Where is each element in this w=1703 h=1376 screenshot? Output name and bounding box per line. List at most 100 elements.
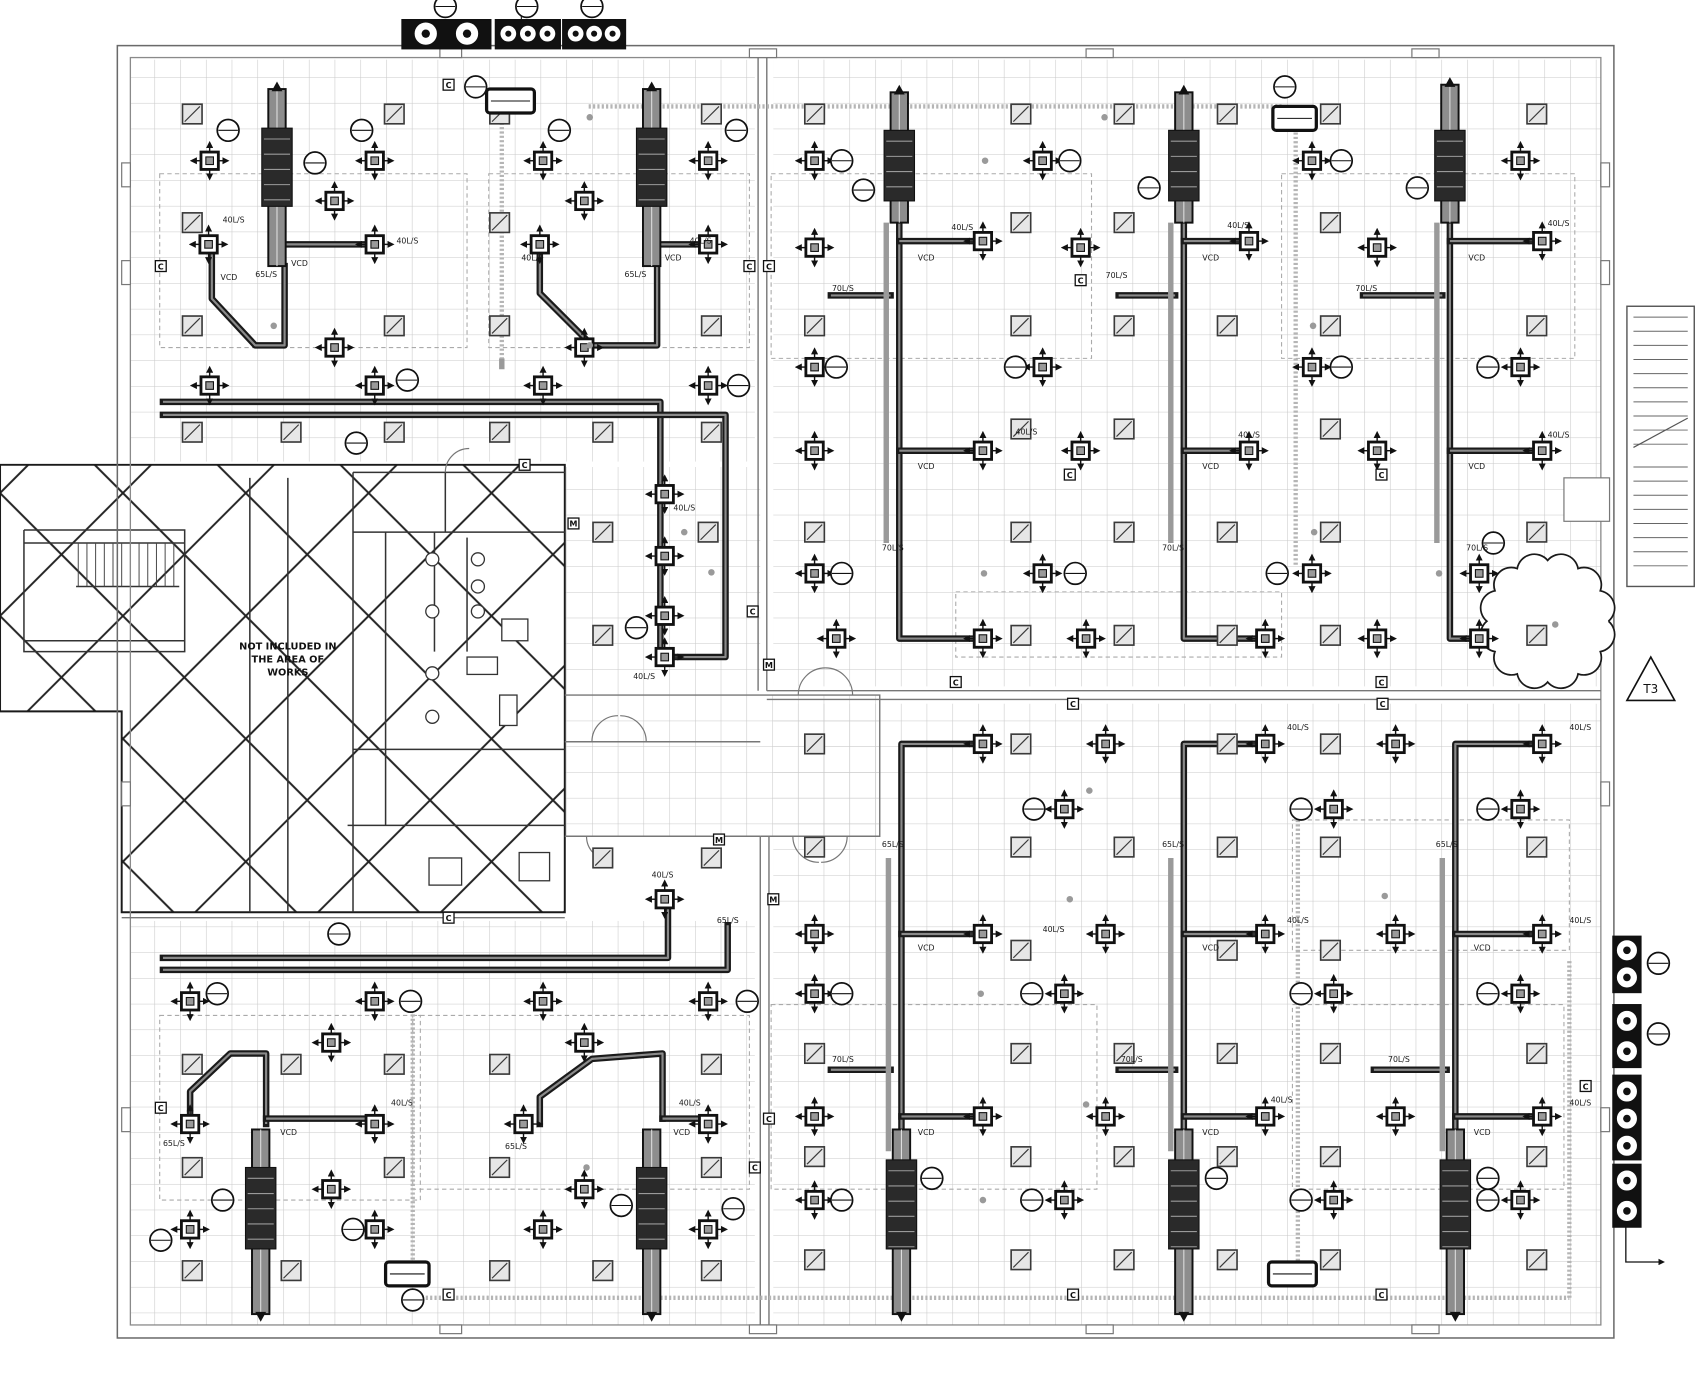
diffuser-core [1372,446,1382,456]
c-tag-box [1375,1288,1388,1301]
supply-air-diffuser [688,140,728,181]
supply-duct-centreline [900,742,983,1130]
damper-label: VCD [1474,943,1491,952]
diffuser-core [1060,804,1069,814]
walls-layer [116,44,1695,1339]
supply-duct-centreline [162,413,727,659]
return-grille-diagonal [1322,942,1339,959]
sensor-point [708,569,715,576]
c-tag-label: C [1070,699,1076,709]
diffuser-core [205,381,215,390]
diffuser-core [370,381,380,390]
return-grille-diagonal [594,627,611,644]
c-tag-label: C [750,607,756,617]
supply-air-diffuser [170,1104,210,1144]
diffuser-core [660,551,670,561]
c-tag-label: C [158,261,164,271]
diffuser-core [703,1225,713,1234]
supply-air-diffuser [963,1096,1003,1137]
c-tag-box [1063,468,1076,481]
supply-air-diffuser [1522,914,1563,954]
airflow-label: 40L/S [1227,221,1249,230]
c-tag-label: C [446,1290,452,1300]
airflow-label: 70L/S [832,1055,854,1064]
supply-air-diffuser [311,1169,352,1210]
sensor-point [1101,114,1108,121]
wall-pilaster [1600,1107,1611,1133]
diffuser-core [660,894,670,904]
return-grille-diagonal [386,317,403,334]
diffuser-core [660,652,670,662]
supply-air-diffuser [519,224,560,265]
excluded-area-note-line-1: NOT INCLUDED IN [239,641,336,652]
return-grille-diagonal [1528,524,1545,541]
c-tag-label: C [766,261,772,271]
supply-duct-centreline [162,400,662,650]
c-tag-label: C [1067,470,1073,480]
door-swing [591,715,619,742]
sanitary-fixture [501,618,529,642]
return-grille-diagonal [1012,214,1029,231]
airflow-label: 40L/S [1548,219,1570,228]
return-grille-diagonal [283,1262,300,1279]
diffuser-core [579,196,589,206]
supply-air-diffuser [354,365,395,406]
supply-air-diffuser [523,140,563,181]
supply-air-diffuser [1357,618,1397,659]
return-grille-diagonal [1012,942,1029,959]
diffuser-core [1060,1195,1069,1205]
return-grille-diagonal [1219,1045,1236,1062]
riser-arrow [1178,84,1190,95]
sensor-point [1066,895,1074,903]
c-tag-box [442,1288,455,1301]
wall-pilaster [1411,1324,1440,1335]
airflow-label: 70L/S [1388,1055,1410,1064]
supply-air-diffuser [1375,724,1416,764]
damper-label: VCD [1202,254,1219,263]
supply-air-diffuser [1229,221,1269,261]
airflow-label: 40L/S [1271,1095,1293,1104]
diffuser-core [330,196,339,206]
wall-pilaster [121,162,131,188]
damper-label: VCD [1474,1128,1491,1137]
diffuser-core [1101,739,1110,749]
damper-label: VCD [918,1128,935,1137]
return-grille-diagonal [806,524,823,541]
return-grille-diagonal [1012,317,1029,334]
airflow-label: 40L/S [521,254,543,263]
return-grille-diagonal [386,106,403,123]
return-grille-diagonal [1528,627,1545,644]
excluded-area-hatch [0,463,566,914]
diffuser-core [978,236,988,246]
damper-label: VCD [1468,254,1485,263]
diffuser-core [1516,804,1525,814]
supply-air-diffuser [1085,914,1126,954]
return-grille-diagonal [806,1148,823,1165]
sensor-point [1082,1101,1090,1108]
outer-wall-line [116,44,1615,1339]
return-grille-diagonal [386,1056,403,1073]
diffuser-core [538,1225,548,1234]
diffuser-core [978,1112,988,1121]
return-grille-diagonal [1322,1045,1339,1062]
return-grille-diagonal [1322,1148,1339,1165]
equipment-tag-bubble [580,0,604,19]
return-grille-diagonal [184,214,201,231]
c-tag-label: C [1078,275,1084,285]
air-terminals-layer [170,103,1563,1282]
wall-pilaster [748,1324,778,1335]
sanitary-fixture [428,857,463,886]
supply-air-diffuser [794,140,835,181]
diffuser-core [1474,634,1484,643]
supply-air-diffuser [523,1209,563,1250]
riser-arrow [1449,1311,1461,1322]
control-zone-boundary [1281,173,1576,359]
diffuser-core [1537,236,1547,246]
diffuser-core [703,996,713,1006]
supply-air-diffuser [354,1209,395,1250]
diffuser-core [1038,156,1047,166]
damper-label: VCD [280,1128,297,1137]
condenser-fan-hub [1623,1141,1631,1150]
airflow-label: 40L/S [1569,1099,1591,1108]
return-grille-diagonal [491,214,508,231]
